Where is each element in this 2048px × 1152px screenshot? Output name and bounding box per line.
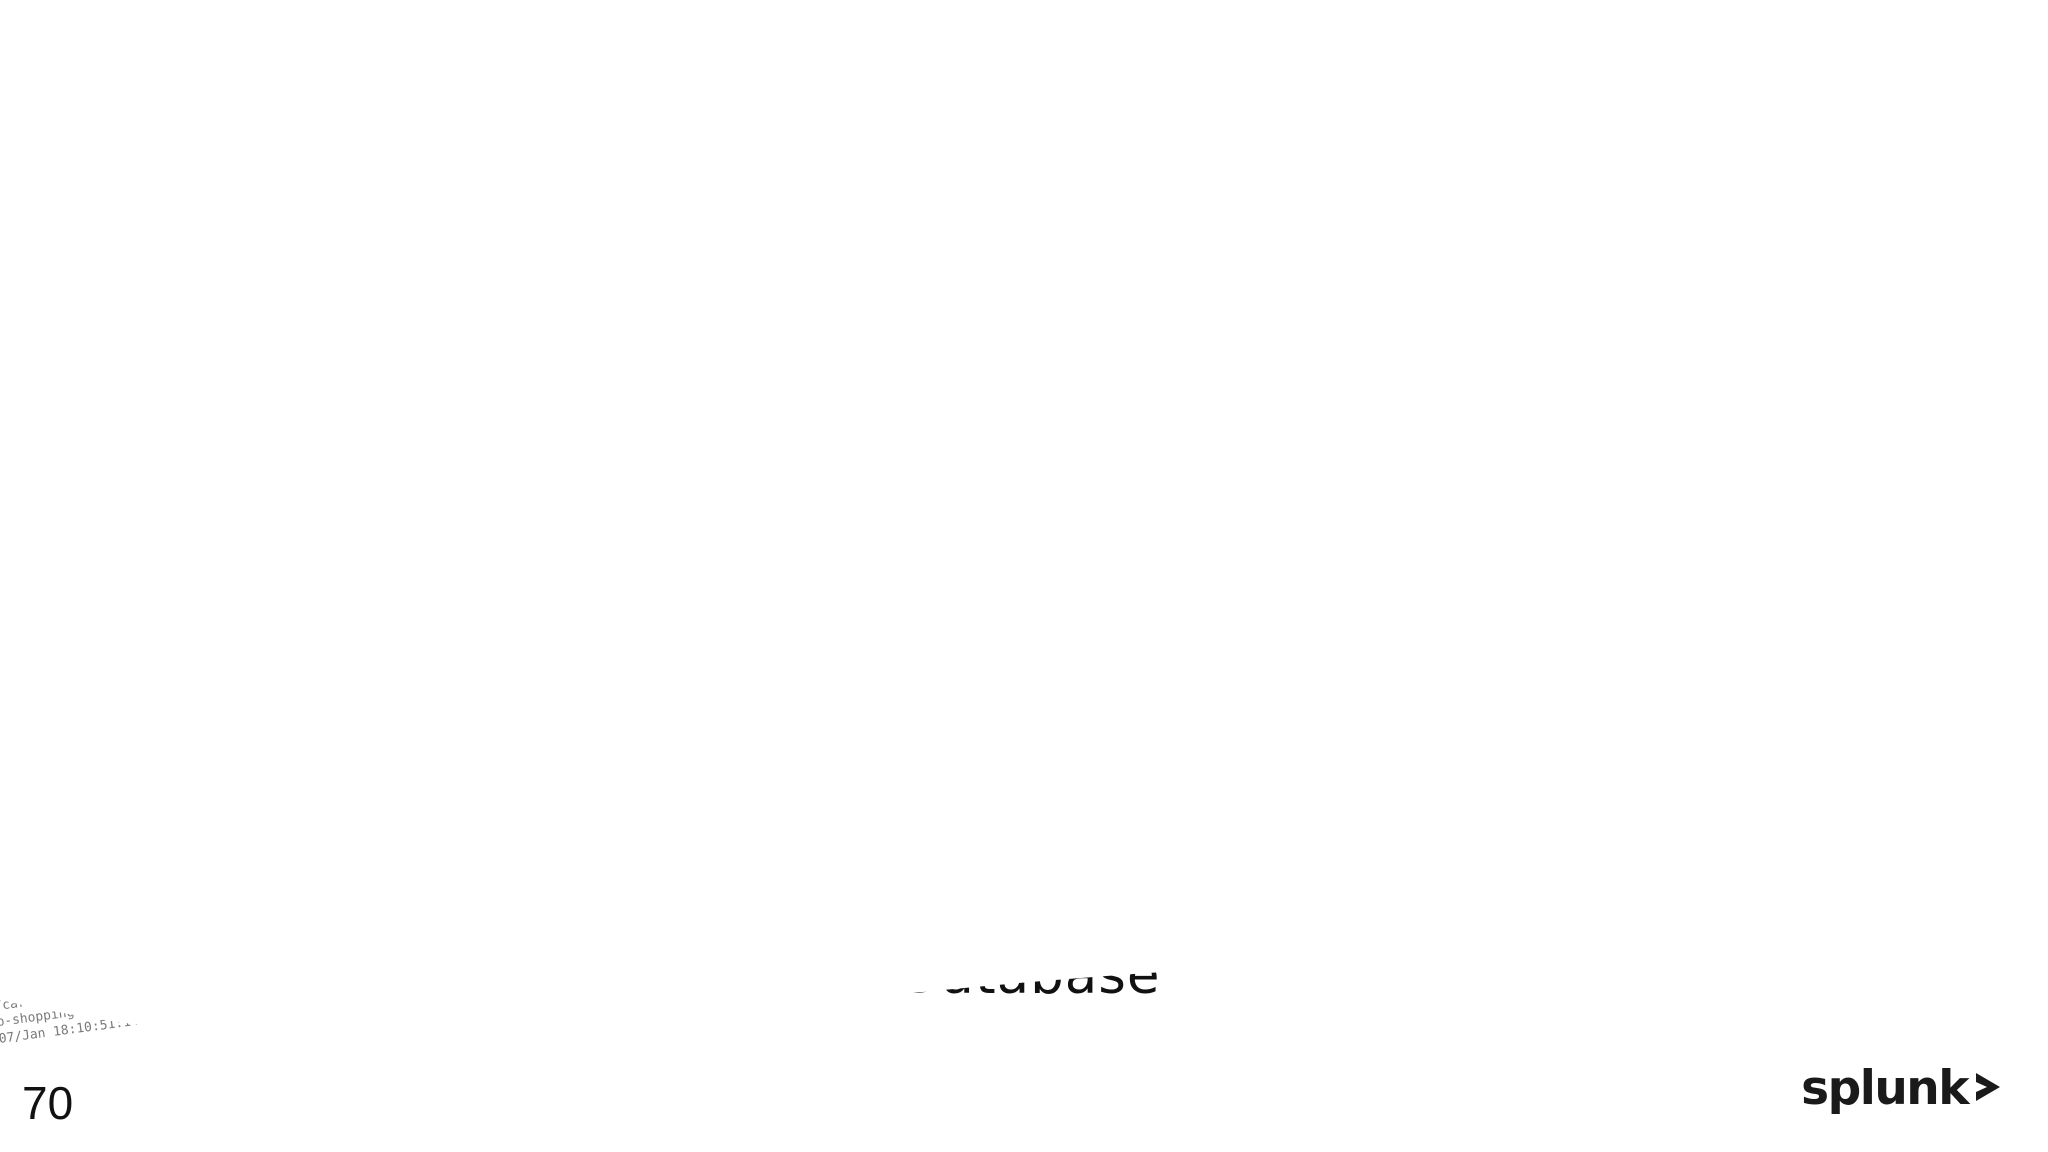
edge-web-tier-to-middleware — [774, 558, 935, 679]
page-number: 70 — [22, 1077, 74, 1129]
splunk-wordmark: splunk — [1801, 1061, 1969, 1116]
bullet-dash-icon: – — [1512, 351, 1533, 397]
kpi-list-item: – # of Cust Care Calls — [1512, 344, 2032, 405]
edge-online-store-to-web-tier — [852, 373, 971, 464]
background-log-text: 130.60.4 - - [07/Jan 18:10:57:153] "GET … — [0, 696, 1447, 1152]
chevron-right-icon — [1972, 1067, 2006, 1111]
diagram-node-online-store[interactable]: Online Store — [820, 307, 1160, 368]
diagram-node-external-calls[interactable]: External Calls — [1471, 687, 1849, 748]
kpi-label: # of checkouts — [1550, 290, 1858, 336]
kpi-list-item: – Cust Sentiment — [1512, 405, 2032, 466]
bullet-dash-icon: – — [1512, 412, 1533, 458]
kpi-label: Revenue per min — [1550, 229, 1901, 275]
bullet-dash-icon: – — [1512, 229, 1533, 275]
kpi-list: – Revenue per min – # of checkouts – # o… — [1512, 222, 2032, 466]
edge-online-store-to-mobile-tier — [1049, 373, 1163, 464]
page-title: What are some KPIs for the Web Tier? — [454, 39, 1595, 111]
edge-mobile-tier-to-middleware — [1020, 558, 1176, 679]
kpi-label: # of Cust Care Calls — [1550, 351, 1963, 397]
edge-mobile-tier-to-external-calls — [1400, 538, 1586, 675]
diagram-node-web-tier[interactable]: Web Tier — [619, 483, 861, 544]
kpi-list-item: – # of checkouts — [1512, 283, 2032, 344]
bullet-dash-icon: – — [1512, 290, 1533, 336]
splunk-logo: splunk — [1801, 1061, 2006, 1116]
kpi-label: Cust Sentiment — [1550, 412, 1868, 458]
diagram-node-mobile-tier[interactable]: Mobile Tier — [1079, 483, 1381, 544]
kpi-list-item: – Revenue per min — [1512, 222, 2032, 283]
